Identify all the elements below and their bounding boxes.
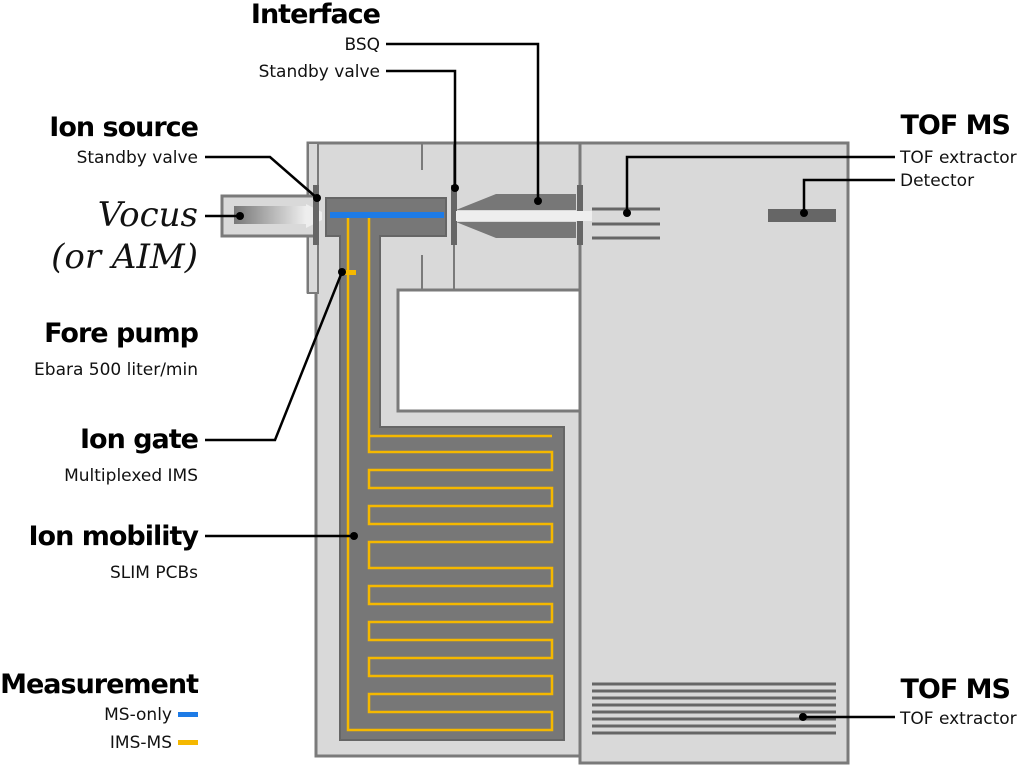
ion-gate-sub: Multiplexed IMS (64, 466, 198, 486)
bsq-upper (456, 194, 576, 210)
bsq-label: BSQ (344, 35, 380, 55)
tof-reflectron-stack (592, 682, 836, 735)
vocus-source (234, 206, 306, 224)
ms-only-label: MS-only (104, 705, 172, 725)
ims-ms-path (346, 218, 554, 732)
tof-top-title: TOF MS (900, 110, 1010, 141)
ion-mobility-sub: SLIM PCBs (110, 563, 198, 583)
interface-standby-label: Standby valve (259, 62, 380, 82)
interface-standby-valve (451, 185, 457, 245)
leader-interface-standby (386, 69, 457, 188)
leader-tof-extractor-top (625, 155, 895, 213)
leader-detector (802, 178, 895, 213)
ims-ms-label: IMS-MS (110, 733, 172, 753)
ims-ms-swatch (178, 740, 198, 745)
ion-source-title: Ion source (49, 112, 198, 143)
source-standby-label: Standby valve (77, 148, 198, 168)
ms-only-path (330, 212, 444, 218)
vocus-label: Vocus (98, 195, 198, 235)
aim-label: (or AIM) (51, 237, 198, 277)
detector-label: Detector (900, 171, 974, 191)
ion-beam-path (456, 211, 592, 221)
tof-top-extractor-label: TOF extractor (899, 148, 1017, 168)
tof-chamber (578, 141, 850, 765)
ion-gate (340, 270, 356, 275)
leader-source-standby (205, 155, 318, 199)
fore-pump-sub: Ebara 500 liter/min (34, 360, 198, 380)
ms-only-swatch (178, 712, 198, 717)
ion-gate-title: Ion gate (80, 424, 198, 455)
chamber-cutout (396, 288, 582, 413)
measurement-title: Measurement (0, 669, 199, 700)
tof-bottom-extractor-label: TOF extractor (899, 709, 1017, 729)
fore-pump-title: Fore pump (44, 318, 199, 349)
ion-mobility-title: Ion mobility (29, 521, 200, 552)
source-standby-valve (313, 185, 319, 245)
interface-title: Interface (251, 0, 380, 30)
leader-bsq (386, 42, 540, 201)
tof-bottom-title: TOF MS (900, 674, 1010, 705)
bsq-lower (456, 222, 576, 238)
leader-ion-gate (205, 271, 344, 442)
